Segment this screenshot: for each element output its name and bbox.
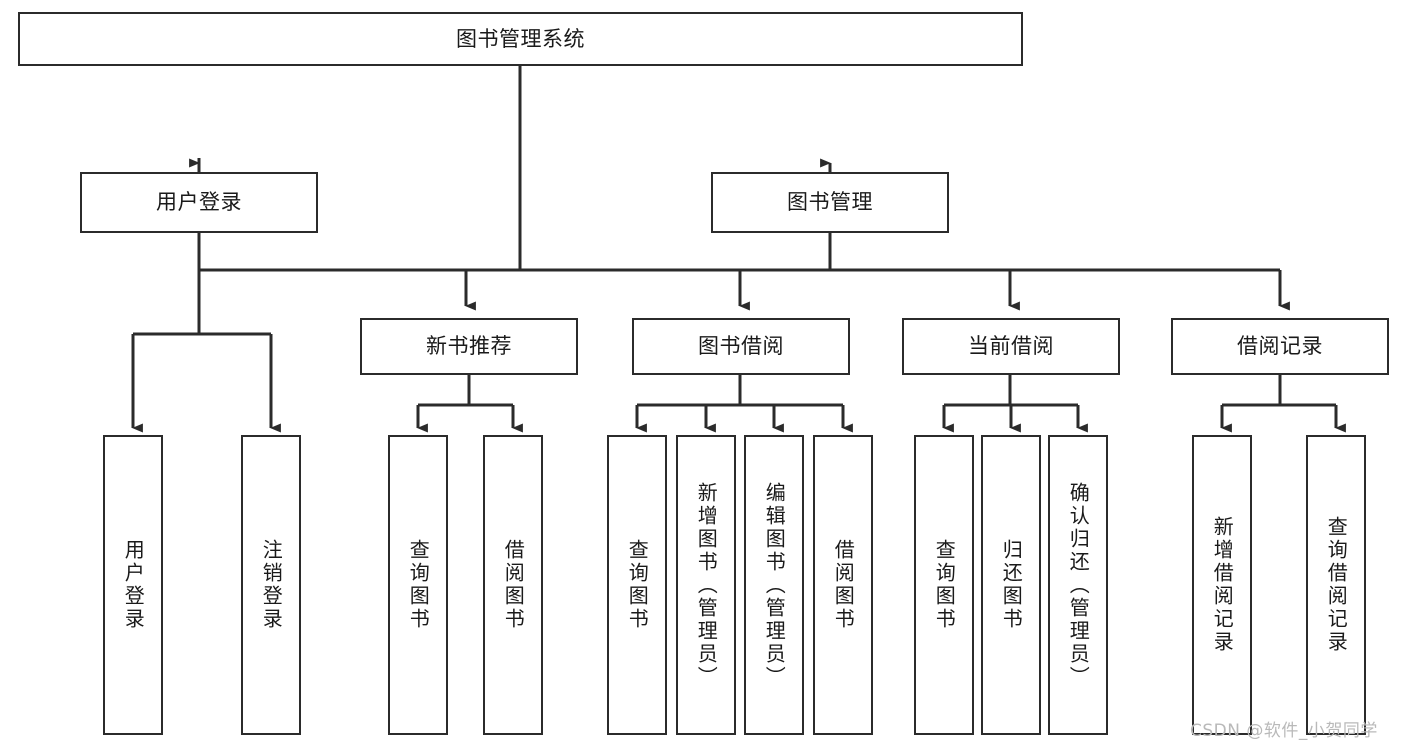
- node-label: 查询图书: [625, 539, 650, 631]
- node-leaf-query-book-1[interactable]: 查询图书: [388, 435, 448, 735]
- node-label: 图书管理系统: [456, 26, 585, 51]
- node-label: 查询借阅记录: [1324, 516, 1349, 654]
- node-leaf-query-book-2[interactable]: 查询图书: [607, 435, 667, 735]
- node-label: 新书推荐: [426, 334, 512, 359]
- node-user-login[interactable]: 用户登录: [80, 172, 318, 233]
- node-label: 图书借阅: [698, 334, 784, 359]
- node-leaf-return-book[interactable]: 归还图书: [981, 435, 1041, 735]
- node-label: 当前借阅: [968, 334, 1054, 359]
- node-current-borrow[interactable]: 当前借阅: [902, 318, 1120, 375]
- node-leaf-logout-login[interactable]: 注销登录: [241, 435, 301, 735]
- node-label: 图书管理: [787, 190, 873, 215]
- node-leaf-confirm-return[interactable]: 确认归还（管理员）: [1048, 435, 1108, 735]
- node-label: 确认归还（管理员）: [1066, 481, 1091, 689]
- node-new-book-rec[interactable]: 新书推荐: [360, 318, 578, 375]
- node-leaf-query-record[interactable]: 查询借阅记录: [1306, 435, 1366, 735]
- node-leaf-user-login[interactable]: 用户登录: [103, 435, 163, 735]
- node-book-manage[interactable]: 图书管理: [711, 172, 949, 233]
- node-leaf-add-book[interactable]: 新增图书（管理员）: [676, 435, 736, 735]
- node-label: 查询图书: [932, 539, 957, 631]
- node-borrow-record[interactable]: 借阅记录: [1171, 318, 1389, 375]
- node-label: 借阅图书: [831, 539, 856, 631]
- node-leaf-query-book-3[interactable]: 查询图书: [914, 435, 974, 735]
- node-root[interactable]: 图书管理系统: [18, 12, 1023, 66]
- node-label: 新增图书（管理员）: [694, 481, 719, 689]
- node-label: 归还图书: [999, 539, 1024, 631]
- node-label: 新增借阅记录: [1210, 516, 1235, 654]
- node-label: 借阅图书: [501, 539, 526, 631]
- watermark-text: CSDN @软件_小贺同学: [1190, 721, 1378, 741]
- node-book-borrow[interactable]: 图书借阅: [632, 318, 850, 375]
- node-label: 用户登录: [156, 190, 242, 215]
- node-label: 编辑图书（管理员）: [762, 481, 787, 689]
- node-leaf-borrow-book-1[interactable]: 借阅图书: [483, 435, 543, 735]
- node-label: 借阅记录: [1237, 334, 1323, 359]
- node-label: 查询图书: [406, 539, 431, 631]
- node-leaf-edit-book[interactable]: 编辑图书（管理员）: [744, 435, 804, 735]
- node-label: 用户登录: [121, 539, 146, 631]
- node-label: 注销登录: [259, 539, 284, 631]
- node-leaf-add-record[interactable]: 新增借阅记录: [1192, 435, 1252, 735]
- node-leaf-borrow-book-2[interactable]: 借阅图书: [813, 435, 873, 735]
